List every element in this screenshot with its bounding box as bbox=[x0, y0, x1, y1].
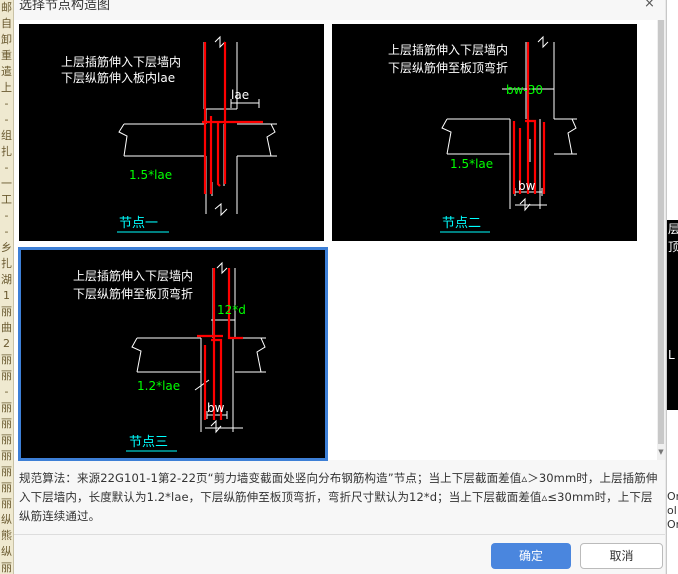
bg-right-bottom-1: Or bbox=[667, 490, 678, 503]
bg-left-char: 纵 bbox=[1, 513, 12, 526]
node-card-2[interactable]: 上层插筋伸入下层墙内 下层纵筋伸至板顶弯折 bw-30 1.5*lae bw 节… bbox=[332, 24, 637, 241]
bg-left-char: 丽 bbox=[1, 497, 12, 510]
bg-left-char: 组 bbox=[1, 129, 12, 142]
bg-left-char: - bbox=[4, 97, 9, 110]
bg-right-text-1: 层 bbox=[667, 220, 678, 238]
bg-left-char: 丽 bbox=[1, 401, 12, 414]
bg-left-char: - bbox=[4, 161, 9, 174]
bg-right-text-2: 顶 bbox=[667, 238, 678, 256]
node-2-label: 节点二 bbox=[442, 216, 481, 231]
bg-left-char: 曲 bbox=[1, 321, 12, 334]
bg-left-char: - bbox=[4, 385, 9, 398]
node-2-ann-bw-30: bw-30 bbox=[506, 83, 543, 97]
bg-left-char: 丽 bbox=[1, 561, 12, 574]
bg-right-text-3: L bbox=[668, 348, 675, 362]
bg-left-char: 重 bbox=[1, 49, 12, 62]
node-3-text-line2: 下层纵筋伸至板顶弯折 bbox=[73, 286, 193, 301]
gallery-scrollbar[interactable]: ▼ bbox=[657, 20, 665, 460]
rule-description: 规范算法：来源22G101-1第2-22页“剪力墙变截面处竖向分布钢筋构造”节点… bbox=[19, 471, 658, 523]
node-2-ann-1-5lae: 1.5*lae bbox=[450, 157, 493, 171]
bg-left-char: 卸 bbox=[1, 33, 12, 46]
node-3-ann-12d: 12*d bbox=[217, 303, 246, 317]
scroll-down-icon[interactable]: ▼ bbox=[658, 448, 664, 456]
node-1-text-line1: 上层插筋伸入下层墙内 bbox=[61, 54, 181, 69]
bg-left-char: - bbox=[4, 113, 9, 126]
bg-left-char: 一 bbox=[1, 177, 12, 190]
node-3-ann-1-2lae: 1.2*lae bbox=[137, 379, 180, 393]
bg-left-char: 丽 bbox=[1, 417, 12, 430]
node-3-ann-bw: bw bbox=[207, 401, 225, 415]
bg-left-char: - bbox=[4, 209, 9, 222]
bg-left-char: 湖 bbox=[1, 273, 12, 286]
node-3-label: 节点三 bbox=[129, 435, 168, 450]
bg-left-char: 丽 bbox=[1, 465, 12, 478]
cancel-button[interactable]: 取消 bbox=[580, 543, 663, 569]
node-card-1[interactable]: 上层插筋伸入下层墙内 下层纵筋伸入板内lae lae 1.5*lae 节点一 bbox=[19, 24, 324, 241]
bg-left-char: 丽 bbox=[1, 481, 12, 494]
bg-left-char: 1 bbox=[3, 289, 10, 302]
node-1-label: 节点一 bbox=[119, 216, 158, 231]
node-2-ann-bw: bw bbox=[518, 179, 536, 193]
node-1-diagram: 上层插筋伸入下层墙内 下层纵筋伸入板内lae lae 1.5*lae 节点一 bbox=[61, 35, 277, 233]
bg-left-char: 纵 bbox=[1, 545, 12, 558]
bg-left-char: - bbox=[4, 225, 9, 238]
bg-left-char: 熊 bbox=[1, 529, 12, 542]
node-2-text-line1: 上层插筋伸入下层墙内 bbox=[388, 42, 508, 57]
node-gallery: 上层插筋伸入下层墙内 下层纵筋伸入板内lae lae 1.5*lae 节点一 bbox=[14, 20, 657, 461]
bg-left-char: 工 bbox=[1, 193, 12, 206]
background-right-preview: 层 顶 L bbox=[667, 220, 678, 410]
node-1-text-line2: 下层纵筋伸入板内lae bbox=[61, 70, 175, 85]
bg-left-char: 扎 bbox=[1, 257, 12, 270]
node-card-3[interactable]: 上层插筋伸入下层墙内 下层纵筋伸至板顶弯折 12*d 1.2*lae bw 节点… bbox=[18, 247, 328, 461]
bg-left-char: 丽 bbox=[1, 369, 12, 382]
bg-left-char: 丽 bbox=[1, 449, 12, 462]
bg-left-char: 丽 bbox=[1, 353, 12, 366]
node-2-diagram: 上层插筋伸入下层墙内 下层纵筋伸至板顶弯折 bw-30 1.5*lae bw 节… bbox=[388, 35, 577, 233]
close-icon[interactable]: × bbox=[644, 0, 655, 11]
node-selection-dialog: 选择节点构造图 × bbox=[14, 0, 665, 574]
node-1-ann-lae: lae bbox=[231, 88, 249, 102]
bg-right-bottom-2: ol bbox=[667, 504, 677, 517]
node-2-text-line2: 下层纵筋伸至板顶弯折 bbox=[388, 60, 508, 75]
dialog-title: 选择节点构造图 bbox=[19, 0, 111, 13]
bg-left-char: 丽 bbox=[1, 433, 12, 446]
bg-right-bottom-3: Or bbox=[667, 518, 678, 531]
bg-left-char: 自 bbox=[1, 17, 12, 30]
node-1-ann-1-5lae: 1.5*lae bbox=[129, 168, 172, 182]
footer-divider bbox=[14, 534, 665, 535]
bg-left-char: 邮 bbox=[1, 1, 12, 14]
node-3-diagram: 上层插筋伸入下层墙内 下层纵筋伸至板顶弯折 12*d 1.2*lae bw 节点… bbox=[73, 261, 266, 452]
background-right-panel: 层 顶 L Or ol Or bbox=[666, 0, 678, 574]
confirm-button[interactable]: 确定 bbox=[491, 543, 571, 569]
scrollbar-thumb[interactable] bbox=[658, 20, 664, 444]
node-3-text-line1: 上层插筋伸入下层墙内 bbox=[73, 268, 193, 283]
bg-left-char: 上 bbox=[1, 81, 12, 94]
bg-left-char: 遣 bbox=[1, 65, 12, 78]
bg-left-char: 扎 bbox=[1, 145, 12, 158]
bg-left-char: 丽 bbox=[1, 305, 12, 318]
bg-left-char: 2 bbox=[3, 337, 10, 350]
bg-left-char: 乡 bbox=[1, 241, 12, 254]
